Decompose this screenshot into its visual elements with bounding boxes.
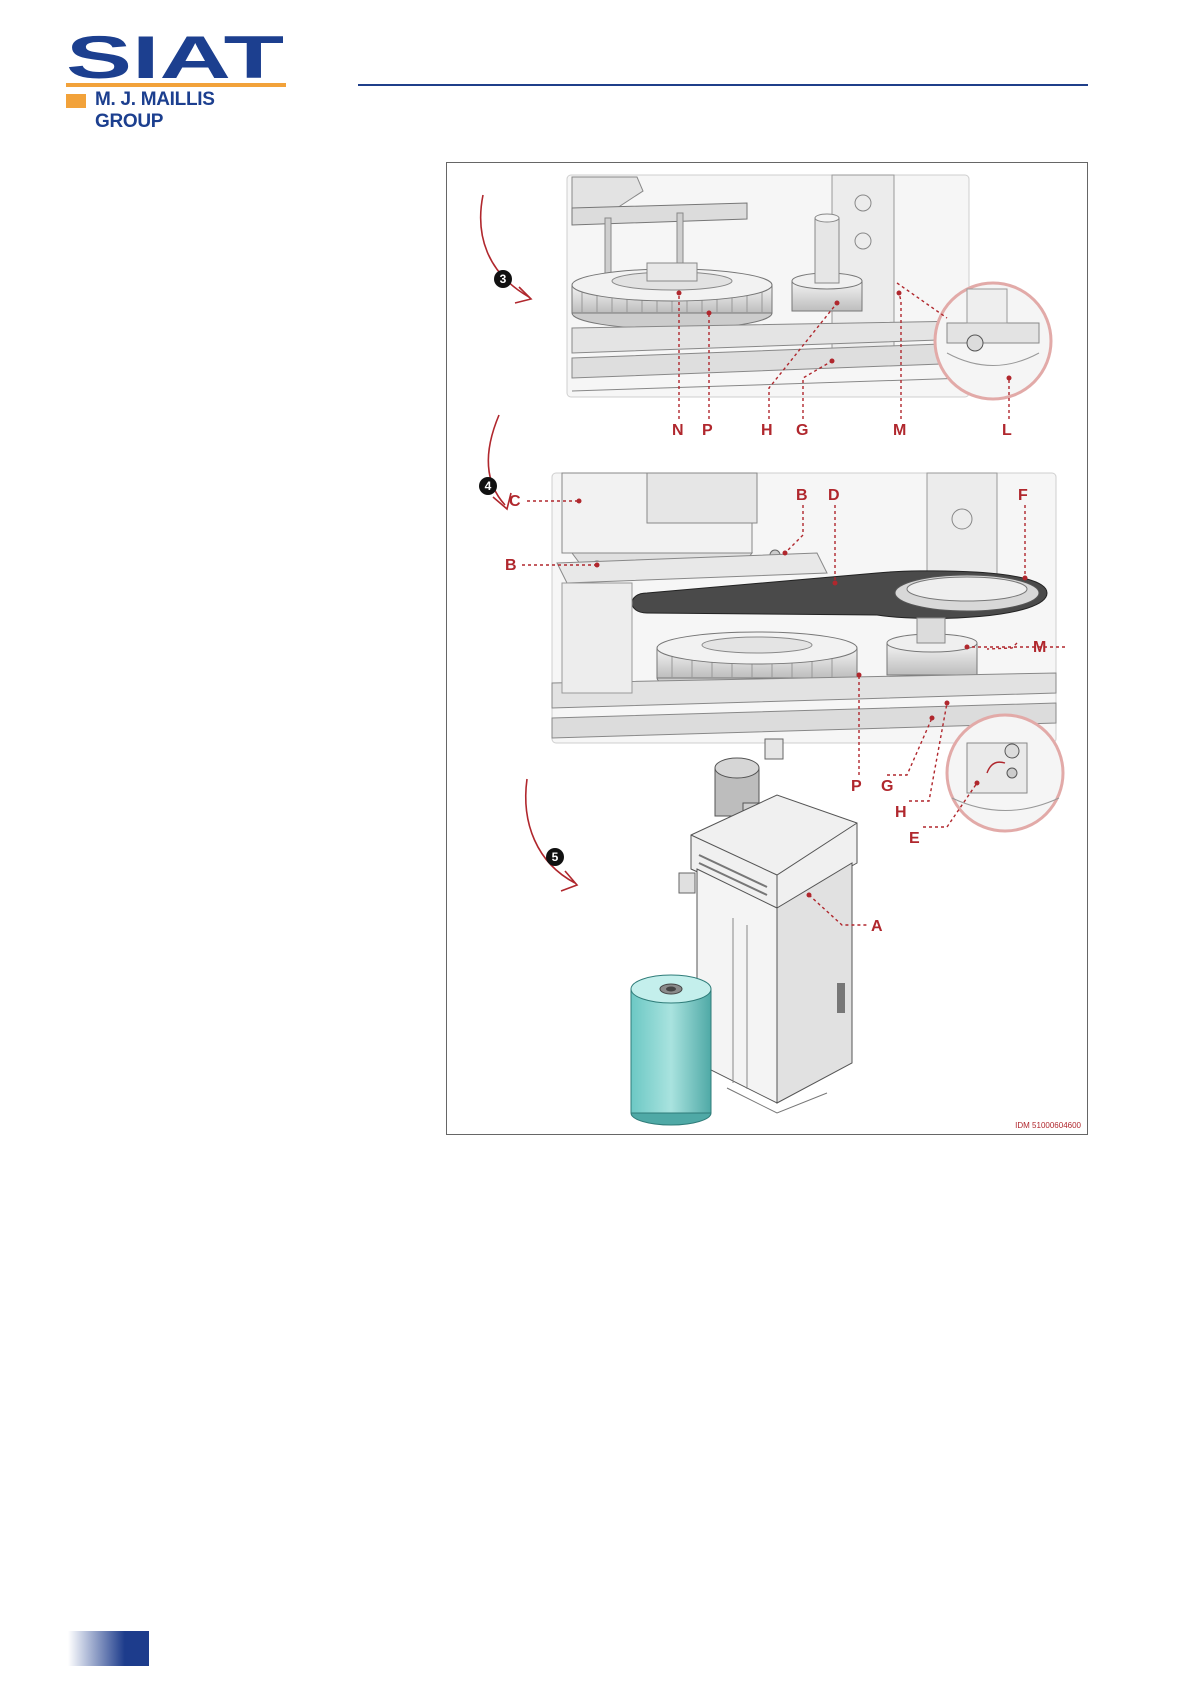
figure-drawing: 3 4 5 N P H G M L <box>447 163 1089 1136</box>
label-d: D <box>828 487 840 504</box>
panel-5 <box>631 739 857 1125</box>
label-b-left: B <box>505 557 517 574</box>
step-4-number: 4 <box>485 479 492 493</box>
step-5-number: 5 <box>552 850 559 864</box>
siat-wordmark: SIAT <box>66 28 286 88</box>
label-b-top: B <box>796 487 808 504</box>
siat-logo: SIAT M. J. MAILLIS GROUP <box>66 28 286 118</box>
logo-rule <box>66 83 286 87</box>
page-number-tab <box>68 1631 149 1666</box>
panel-3-magnifier <box>935 283 1051 399</box>
label-m: M <box>893 422 906 439</box>
label-e: E <box>909 830 920 847</box>
label-a: A <box>871 918 883 935</box>
panel-4-magnifier <box>947 715 1063 831</box>
step-badges: 3 4 5 <box>479 270 564 866</box>
label-p-lower: P <box>851 778 862 795</box>
panel-3 <box>567 175 969 397</box>
assembly-figure: 3 4 5 N P H G M L <box>446 162 1088 1135</box>
logo-square <box>66 94 86 108</box>
step-3-number: 3 <box>500 272 507 286</box>
label-p: P <box>702 422 713 439</box>
label-c: C <box>509 493 521 510</box>
label-g: G <box>796 422 808 439</box>
header-rule <box>358 84 1088 86</box>
label-g-lower: G <box>881 778 893 795</box>
label-h-lower: H <box>895 804 907 821</box>
label-f: F <box>1018 487 1028 504</box>
svg-text:SIAT: SIAT <box>66 28 284 88</box>
label-n: N <box>672 422 684 439</box>
panel-3-labels: N P H G M L <box>672 422 1012 439</box>
label-h: H <box>761 422 773 439</box>
panel-4 <box>552 473 1056 743</box>
label-l: L <box>1002 422 1012 439</box>
figure-id: IDM 51000604600 <box>1015 1121 1081 1130</box>
logo-group-name: M. J. MAILLIS GROUP <box>95 89 286 133</box>
label-m-right: M <box>1033 639 1046 656</box>
